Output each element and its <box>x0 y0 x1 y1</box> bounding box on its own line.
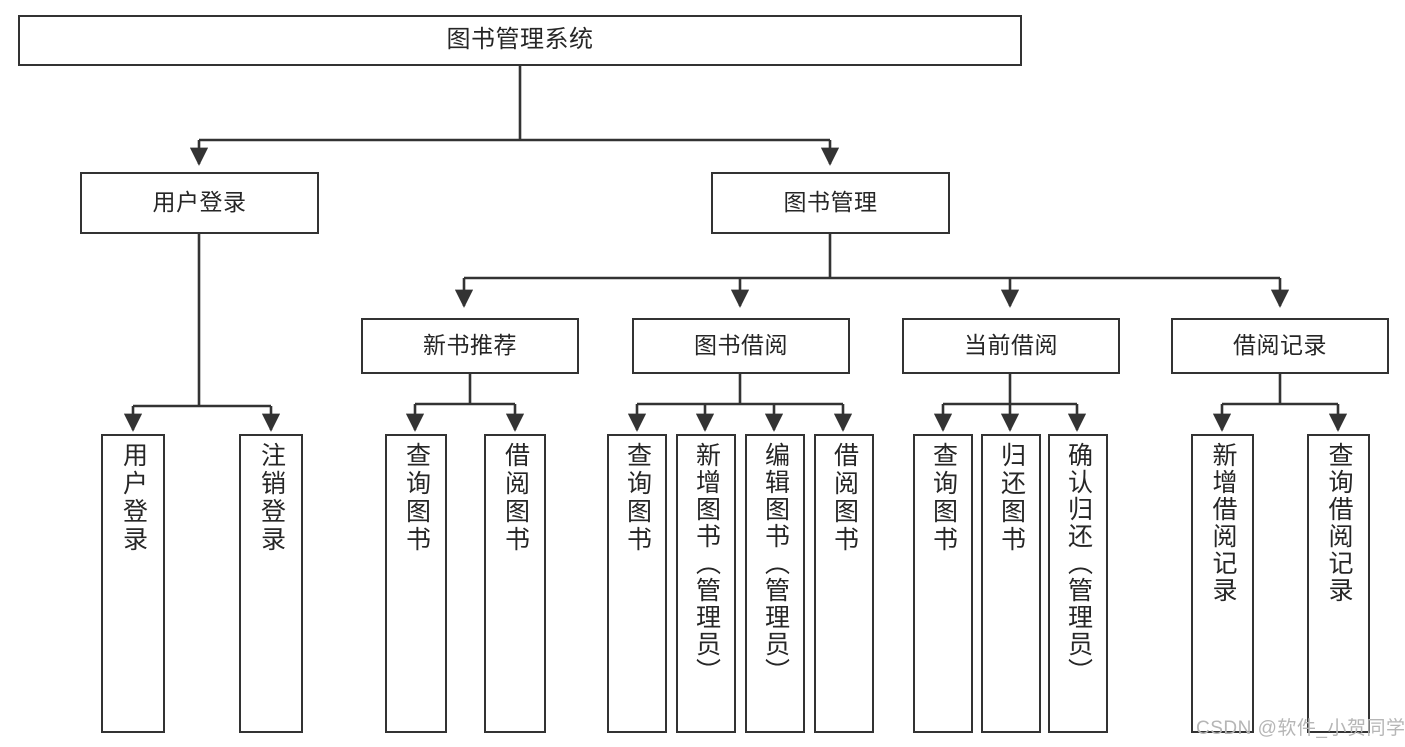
leaf-add-borrow-record[interactable]: 新增借阅记录 <box>1191 434 1254 733</box>
leaf-add-book-admin[interactable]: 新增图书（管理员） <box>676 434 736 733</box>
node-label: 借阅图书 <box>501 442 530 554</box>
node-label: 查询图书 <box>623 442 652 554</box>
node-label: 查询图书 <box>402 442 431 554</box>
leaf-user-logout[interactable]: 注销登录 <box>239 434 303 733</box>
leaf-query-book-borrow[interactable]: 查询图书 <box>607 434 667 733</box>
leaf-confirm-return-admin[interactable]: 确认归还（管理员） <box>1048 434 1108 733</box>
node-label: 归还图书 <box>997 442 1026 554</box>
node-book-management[interactable]: 图书管理 <box>711 172 950 234</box>
leaf-query-book-recommend[interactable]: 查询图书 <box>385 434 447 733</box>
leaf-query-book-current[interactable]: 查询图书 <box>913 434 973 733</box>
node-label: 编辑图书（管理员） <box>761 442 790 685</box>
leaf-user-login[interactable]: 用户登录 <box>101 434 165 733</box>
node-label: 用户登录 <box>119 442 148 554</box>
leaf-borrow-book[interactable]: 借阅图书 <box>814 434 874 733</box>
node-label: 图书借阅 <box>694 332 788 359</box>
leaf-query-borrow-record[interactable]: 查询借阅记录 <box>1307 434 1370 733</box>
node-borrow-records[interactable]: 借阅记录 <box>1171 318 1389 374</box>
node-label: 用户登录 <box>152 189 247 216</box>
node-label: 借阅图书 <box>830 442 859 554</box>
node-label: 查询借阅记录 <box>1325 442 1353 604</box>
leaf-return-book[interactable]: 归还图书 <box>981 434 1041 733</box>
node-book-borrow[interactable]: 图书借阅 <box>632 318 850 374</box>
leaf-edit-book-admin[interactable]: 编辑图书（管理员） <box>745 434 805 733</box>
node-user-login[interactable]: 用户登录 <box>80 172 319 234</box>
node-current-borrow[interactable]: 当前借阅 <box>902 318 1120 374</box>
node-label: 借阅记录 <box>1233 332 1327 359</box>
node-label: 新增借阅记录 <box>1209 442 1237 604</box>
node-new-book-recommend[interactable]: 新书推荐 <box>361 318 579 374</box>
watermark-text: CSDN @软件_小贺同学 <box>1196 718 1405 739</box>
node-label: 当前借阅 <box>964 332 1058 359</box>
node-label: 注销登录 <box>257 442 286 554</box>
node-label: 新增图书（管理员） <box>692 442 721 685</box>
node-label: 图书管理系统 <box>446 26 594 54</box>
node-label: 查询图书 <box>929 442 958 554</box>
node-root-book-management-system[interactable]: 图书管理系统 <box>18 15 1022 66</box>
leaf-borrow-book-recommend[interactable]: 借阅图书 <box>484 434 546 733</box>
node-label: 新书推荐 <box>423 332 517 359</box>
node-label: 图书管理 <box>783 189 878 216</box>
node-label: 确认归还（管理员） <box>1064 442 1093 685</box>
